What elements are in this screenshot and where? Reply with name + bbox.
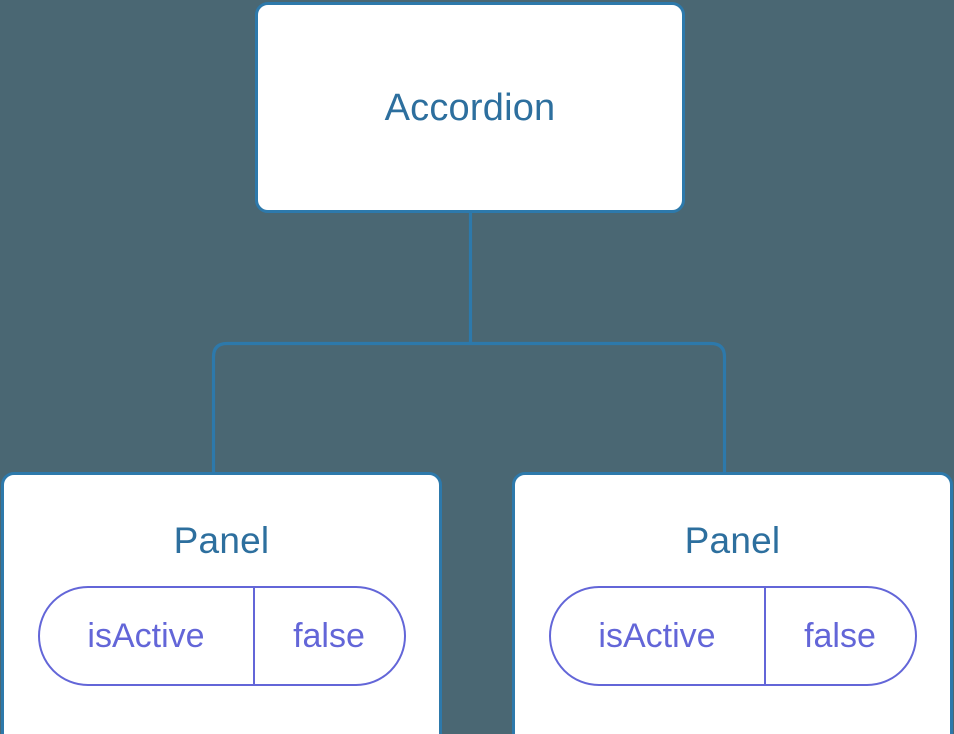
node-panel-right-title: Panel — [684, 520, 781, 561]
node-accordion[interactable]: Accordion — [255, 2, 685, 213]
state-key-label: isActive — [40, 588, 255, 684]
node-panel-right[interactable]: Panel isActive false — [512, 472, 953, 734]
state-value-label: false — [293, 617, 365, 655]
edge-to-panel-right — [470, 341, 727, 474]
state-value-label: false — [804, 617, 876, 655]
node-panel-left-title: Panel — [173, 520, 270, 561]
state-key-label: isActive — [551, 588, 766, 684]
node-panel-left[interactable]: Panel isActive false — [1, 472, 442, 734]
node-accordion-title: Accordion — [384, 86, 556, 129]
state-badge-panel-right[interactable]: isActive false — [548, 586, 917, 686]
state-badge-panel-left[interactable]: isActive false — [37, 586, 406, 686]
edge-to-panel-left — [211, 341, 471, 474]
